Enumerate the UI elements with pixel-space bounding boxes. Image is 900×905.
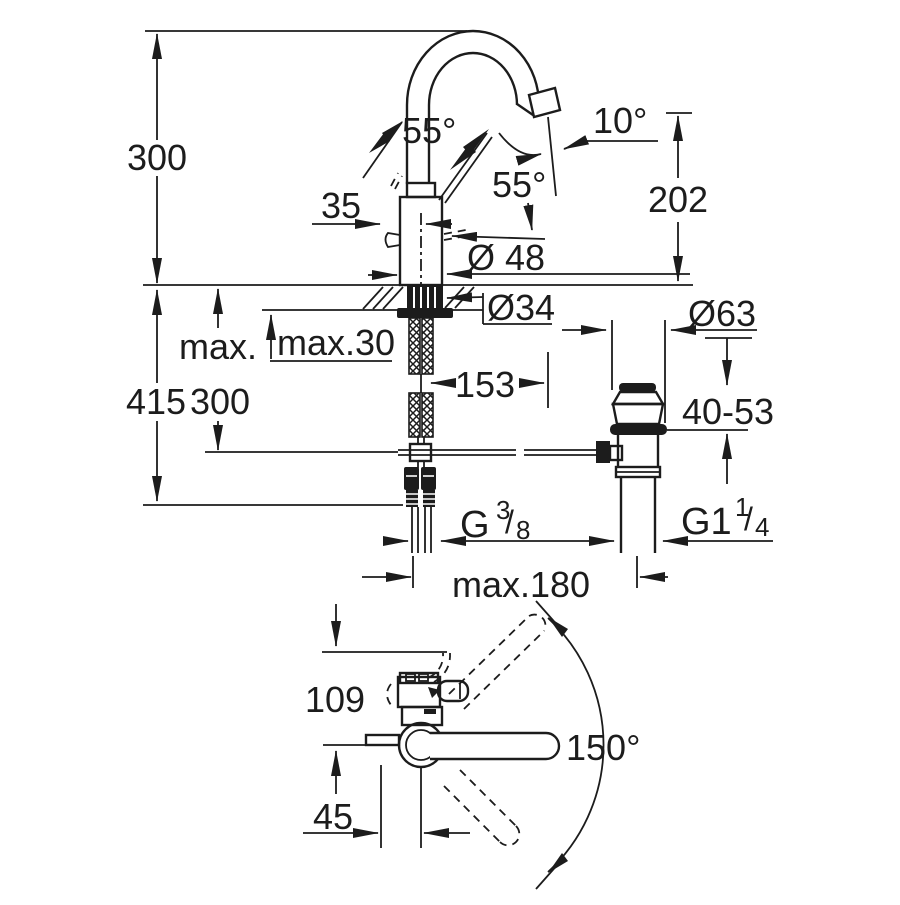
handle-angle-indicators [362, 121, 542, 231]
dim-45: 45 [303, 765, 470, 848]
dim-153: 153 [430, 352, 549, 408]
faucet-spout [145, 29, 562, 197]
dim-max180-label: max.180 [452, 564, 590, 605]
dim-300-label: 300 [127, 137, 187, 178]
drain-seal-ring [610, 424, 667, 435]
top-view-faucet [364, 652, 561, 769]
angle-55-left-label: 55° [402, 110, 456, 151]
drain-plug-cap [619, 383, 656, 392]
mounting-nut [397, 308, 453, 318]
pop-up-rod [398, 449, 596, 456]
rod-guide-fitting [408, 442, 433, 463]
dim-max30: max.30 [266, 314, 395, 363]
hose-connector-right [421, 467, 436, 490]
dim-angle150: 150° [535, 600, 640, 890]
g114-sub-label: 4 [755, 512, 769, 542]
dim-153-label: 153 [455, 364, 515, 405]
dim-415: 415 [126, 289, 403, 506]
rod-clamp [596, 441, 610, 463]
dim-35-label: 35 [321, 185, 361, 226]
dim-max30-label: max.30 [277, 322, 395, 363]
dim-g114: G1 1 / 4 [662, 492, 773, 546]
mounting-shank [397, 286, 453, 318]
dim-40-53: 40-53 [667, 337, 774, 484]
dim-40-53-label: 40-53 [682, 391, 774, 432]
spray-axis-line [547, 116, 557, 197]
spout-nozzle [527, 86, 562, 119]
dim-max-300: max. 300 [179, 288, 398, 453]
dim-dia63: Ø63 [562, 293, 757, 423]
side-outlet-tab [384, 232, 401, 248]
dim-dia48: Ø 48 [368, 231, 690, 280]
g114-slash: / [744, 501, 753, 537]
g38-sup-label: 3 [496, 495, 510, 525]
angle-150-label: 150° [566, 727, 640, 768]
dim-35: 35 [312, 185, 452, 229]
g38-sub-label: 8 [516, 515, 530, 545]
side-view: 300 415 max. 300 max.30 35 [126, 29, 774, 605]
top-view: 150° 109 45 [303, 600, 640, 890]
dim-300: 300 [127, 33, 187, 284]
dia-63-label: Ø63 [688, 293, 756, 334]
dim-g38: G 3 / 8 [383, 495, 615, 546]
angle-55-mid-label: 55° [492, 164, 546, 205]
dim-45-label: 45 [313, 796, 353, 837]
dim-109: 109 [305, 604, 447, 794]
angle-10-label: 10° [593, 100, 647, 141]
dim-202: 202 [648, 112, 708, 282]
dim-max-prefix-label: max. [179, 326, 257, 367]
g38-slash: / [505, 504, 514, 540]
dim-415-label: 415 [126, 381, 186, 422]
hose-connector-left [404, 467, 419, 490]
dim-dia34: Ø34 [446, 287, 555, 328]
dim-angle10: 10° [563, 100, 658, 150]
handle-hidden-position [443, 228, 472, 235]
spout-outlet-top-view [364, 733, 401, 747]
handle-swivel-positions [443, 613, 547, 847]
g114-base-label: G1 [681, 501, 732, 543]
faucet-body [384, 172, 472, 295]
dia-48-label: Ø 48 [467, 237, 545, 278]
lever-handle-top-view [430, 731, 561, 761]
dia-34-label: Ø34 [487, 287, 555, 328]
dim-202-label: 202 [648, 179, 708, 220]
dim-109-label: 109 [305, 679, 365, 720]
g114-sup-label: 1 [735, 492, 749, 522]
dim-max300-label: 300 [190, 381, 250, 422]
supply-hoses [404, 317, 437, 553]
drain-assembly [596, 383, 667, 553]
dim-max180: max.180 [362, 556, 668, 605]
g38-base-label: G [460, 504, 490, 546]
